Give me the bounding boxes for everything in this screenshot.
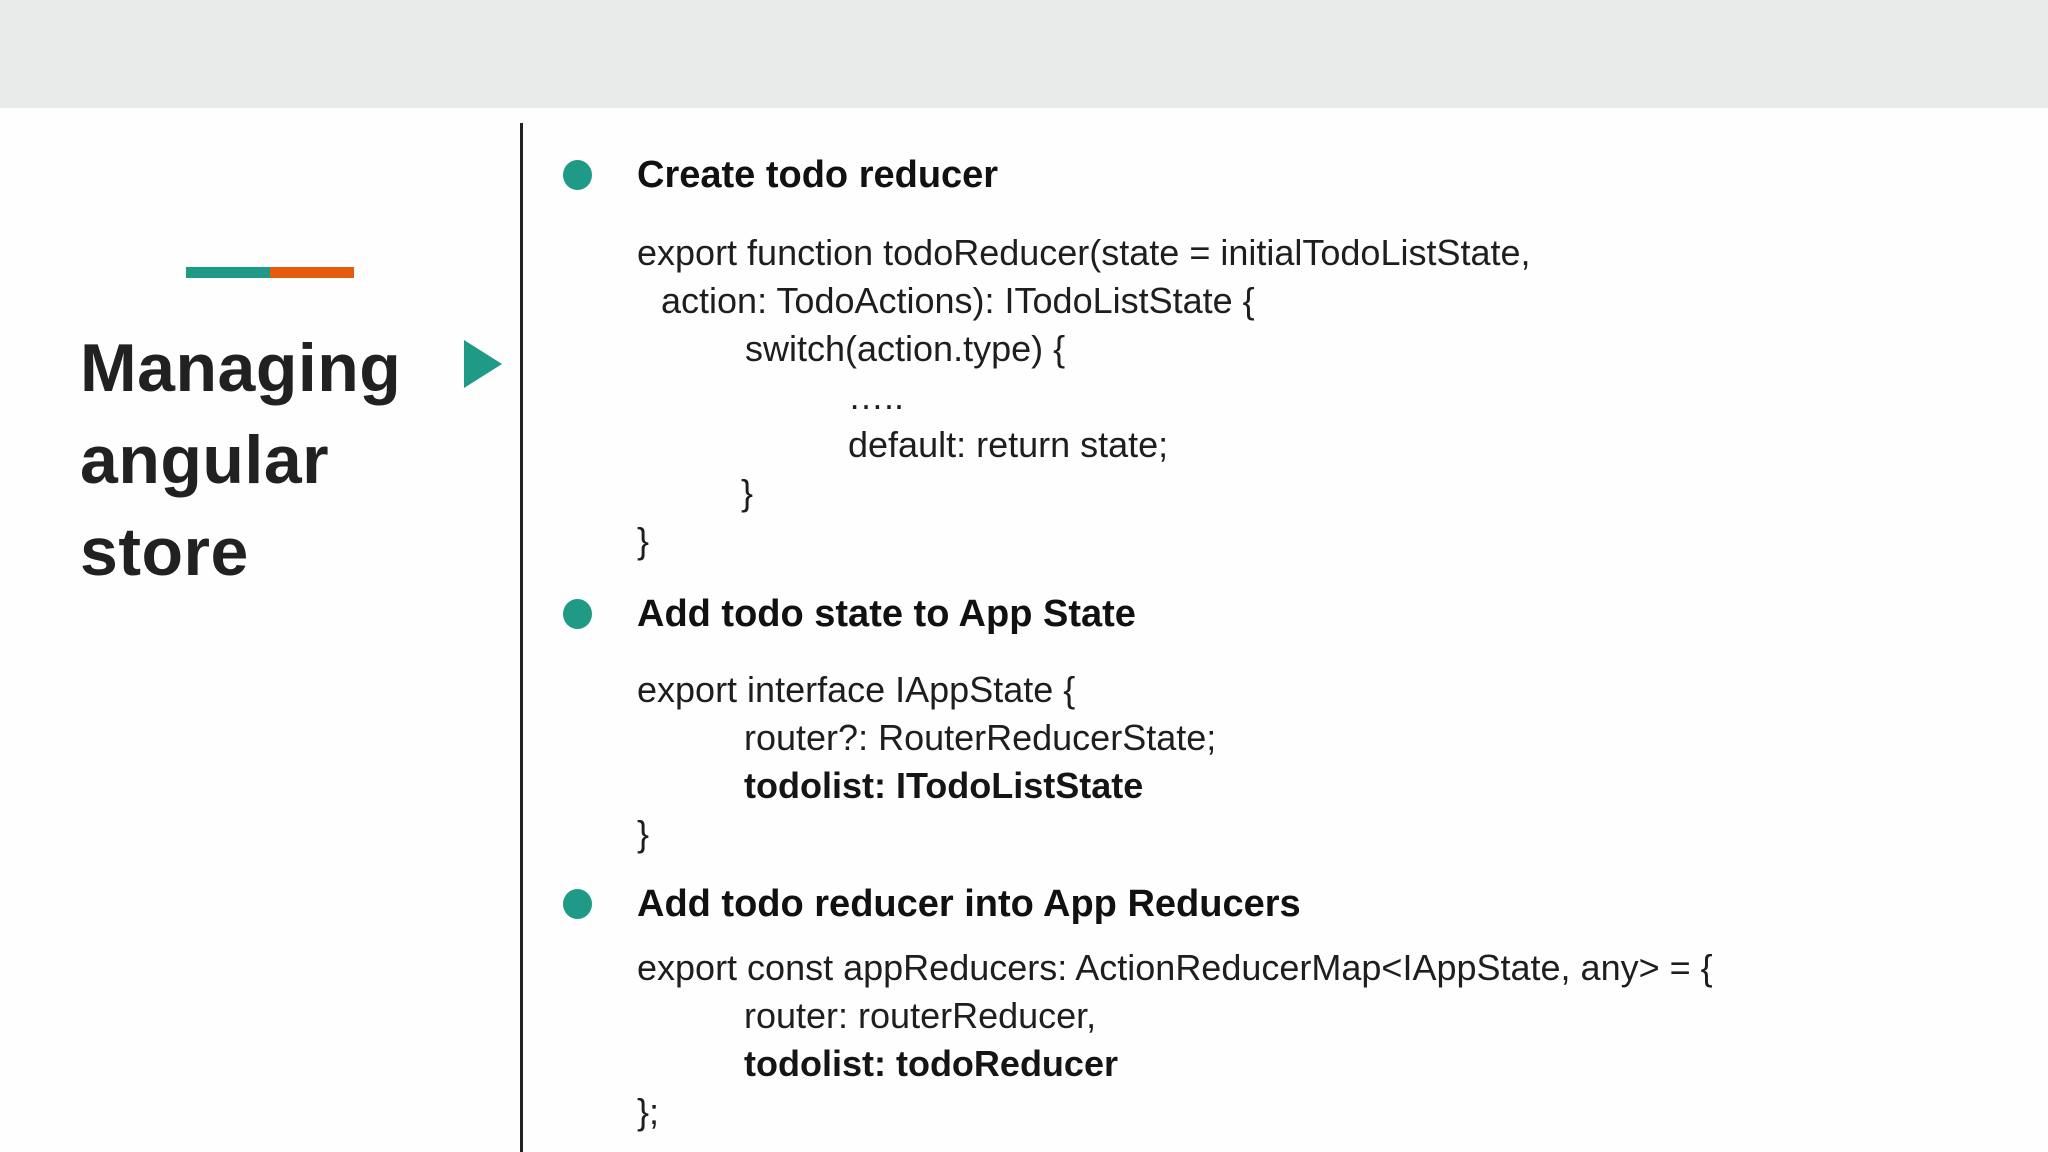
code-line: export interface IAppState { — [637, 669, 1076, 710]
title-line-1: Managing — [80, 330, 402, 406]
code-line: } — [637, 813, 650, 854]
code-line-bold: todolist: todoReducer — [744, 1043, 1118, 1084]
section-heading-add-todo-state: Add todo state to App State — [637, 593, 1136, 635]
play-triangle-icon — [464, 340, 502, 388]
code-line: router?: RouterReducerState; — [744, 717, 1217, 758]
divider-orange-segment — [270, 267, 354, 278]
section-heading-create-todo-reducer: Create todo reducer — [637, 154, 999, 196]
code-line: } — [741, 472, 754, 513]
slide-title: Managing angular store — [80, 322, 401, 598]
code-line: action: TodoActions): ITodoListState { — [661, 280, 1255, 321]
code-line: export const appReducers: ActionReducerM… — [637, 947, 1713, 988]
code-line: switch(action.type) { — [745, 328, 1066, 369]
section-heading-add-todo-reducer: Add todo reducer into App Reducers — [637, 883, 1301, 925]
bullet-icon — [563, 160, 592, 190]
code-line-bold: todolist: ITodoListState — [744, 765, 1144, 806]
content-divider-line — [520, 123, 523, 1152]
slide-top-band — [0, 0, 2048, 108]
code-line: export function todoReducer(state = init… — [637, 232, 1531, 273]
bullet-icon — [563, 889, 592, 919]
code-line: } — [637, 520, 650, 561]
code-line: router: routerReducer, — [744, 995, 1097, 1036]
title-line-3: store — [80, 514, 249, 590]
title-accent-divider — [186, 267, 354, 278]
bullet-icon — [563, 599, 592, 629]
divider-teal-segment — [186, 267, 270, 278]
code-line: ….. — [848, 376, 905, 417]
code-line: }; — [637, 1091, 660, 1132]
title-line-2: angular — [80, 422, 330, 498]
code-line: default: return state; — [848, 424, 1169, 465]
